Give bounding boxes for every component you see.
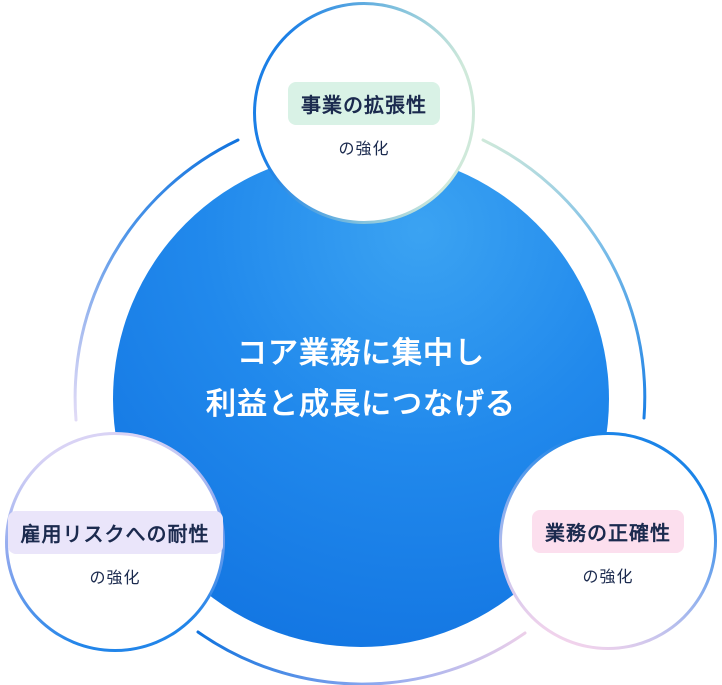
- ring-arc-right: [481, 138, 647, 420]
- satellite-circle-scalability: 事業の拡張性 の強化: [253, 2, 475, 224]
- satellite-suffix-accuracy: の強化: [582, 568, 634, 586]
- satellite-label-accuracy: 業務の正確性: [532, 509, 684, 553]
- center-text-line1: コア業務に集中し: [237, 337, 485, 370]
- satellite-circle-accuracy: 業務の正確性 の強化: [499, 432, 717, 650]
- center-text-line2: 利益と成長につなげる: [206, 388, 516, 421]
- ring-arc-left: [73, 138, 240, 422]
- satellite-suffix-scalability: の強化: [338, 140, 390, 158]
- satellite-label-scalability: 事業の拡張性: [288, 81, 440, 125]
- ring-arc-bottom: [196, 630, 527, 685]
- satellite-label-employment-risk: 雇用リスクへの耐性: [7, 510, 223, 554]
- satellite-suffix-employment-risk: の強化: [89, 569, 141, 587]
- satellite-circle-employment-risk: 雇用リスクへの耐性 の強化: [5, 432, 225, 652]
- center-circle-text: コア業務に集中し 利益と成長につなげる: [206, 328, 516, 430]
